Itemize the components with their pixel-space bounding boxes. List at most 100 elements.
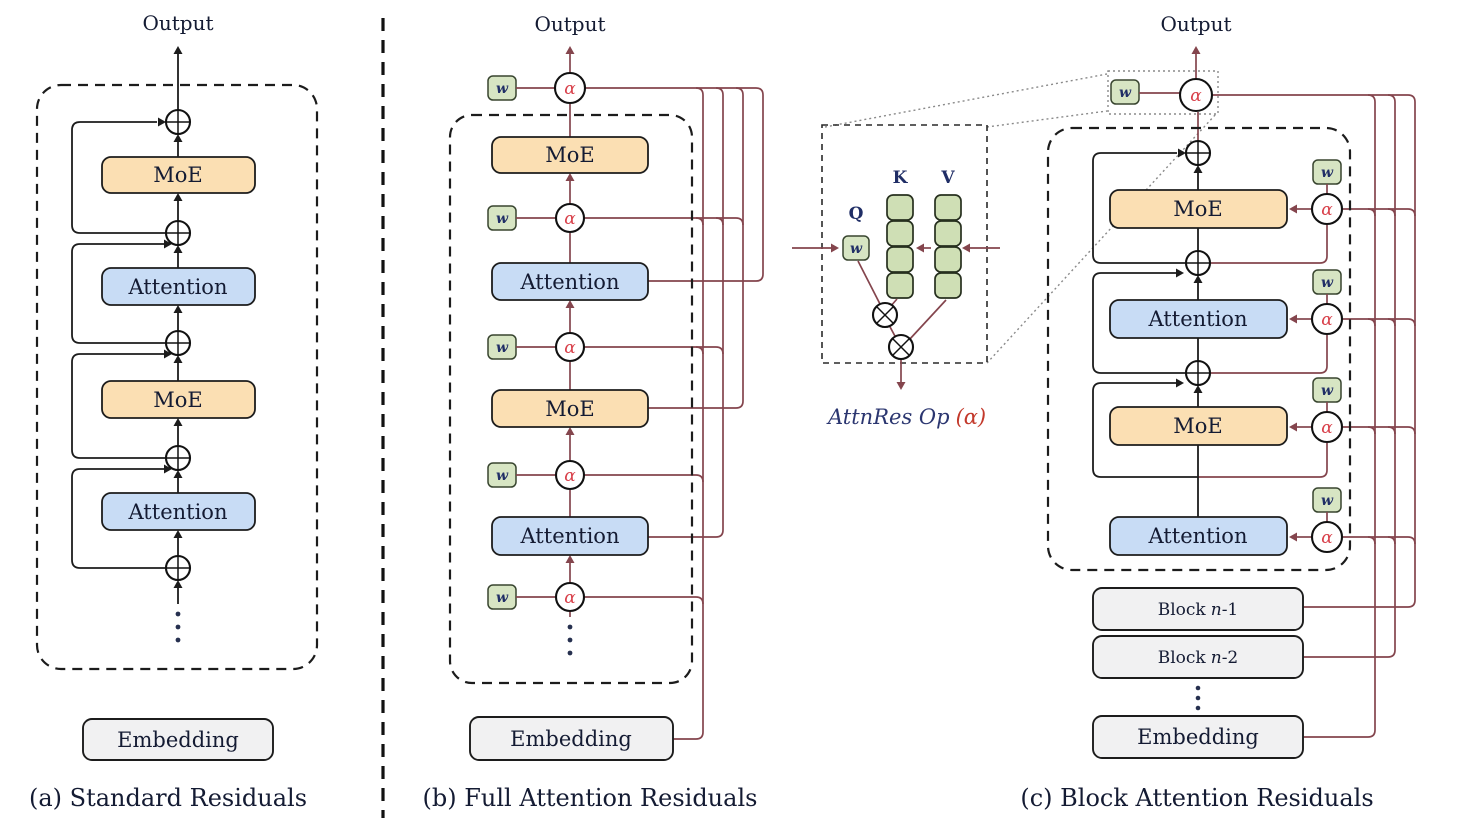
- moe-block: MoE: [101, 156, 256, 194]
- alpha-op-circle: [1178, 77, 1214, 113]
- multiply-node: [887, 333, 915, 361]
- moe-label: MoE: [1173, 197, 1222, 221]
- moe-block: MoE: [491, 389, 649, 428]
- w-label: w: [1321, 275, 1334, 291]
- alpha-op-circle: [1310, 520, 1344, 554]
- panel-full-attention-residuals: Output w: [423, 12, 764, 812]
- w-label: w: [496, 340, 509, 356]
- ellipsis-dots: [175, 611, 181, 643]
- panel-standard-residuals: Output: [29, 11, 319, 812]
- alpha-op-circle: [554, 459, 586, 491]
- alpha-op-circle: [554, 581, 586, 613]
- alpha-op-circle: [1310, 192, 1344, 226]
- transformer-stack-dashed-box: [35, 83, 319, 671]
- plus-node: [164, 554, 192, 582]
- attnres-op: w α: [487, 581, 586, 613]
- alpha-label: α: [564, 209, 576, 229]
- embedding-block: Embedding: [82, 718, 274, 761]
- attnres-op: w α: [1310, 377, 1344, 444]
- w-label: w: [1321, 493, 1334, 509]
- magnifier-dotted-lines: [824, 70, 1219, 364]
- caption-c: (c) Block Attention Residuals: [1020, 784, 1373, 812]
- attnres-op: w α: [487, 331, 586, 363]
- mainline-b: [565, 46, 575, 617]
- w-label: w: [1119, 85, 1132, 101]
- inset-arrows: [792, 243, 1000, 390]
- w-label: w: [496, 81, 509, 97]
- inset-dashed-box: [821, 124, 988, 364]
- moe-block: MoE: [101, 380, 256, 419]
- attnres-op-label: AttnRes Op(α): [826, 405, 986, 429]
- alpha-label: α: [564, 588, 576, 608]
- plus-node: [1184, 249, 1212, 277]
- query-weight: w: [842, 235, 870, 261]
- attention-label: Attention: [1148, 307, 1248, 331]
- multiply-node: [871, 301, 899, 329]
- embedding-label: Embedding: [1137, 725, 1259, 749]
- v-column: [934, 194, 962, 299]
- block-n-dashed-box: [1046, 126, 1352, 572]
- attention-label: Attention: [520, 270, 620, 294]
- moe-block: MoE: [1109, 406, 1288, 446]
- alpha-label: α: [564, 79, 576, 99]
- attention-label: Attention: [128, 500, 228, 524]
- alpha-label: α: [564, 466, 576, 486]
- attention-block: Attention: [101, 492, 256, 531]
- moe-label: MoE: [153, 388, 202, 412]
- moe-block: MoE: [491, 136, 649, 174]
- alpha-op-circle: [554, 331, 586, 363]
- caption-a: (a) Standard Residuals: [29, 784, 307, 812]
- caption-b: (b) Full Attention Residuals: [423, 784, 758, 812]
- attnres-op: w α: [1110, 77, 1214, 113]
- attnres-op-inset: K V Q w AttnRes Op(α): [792, 70, 1219, 429]
- attention-block: Attention: [491, 516, 649, 556]
- ellipsis-dots: [1195, 685, 1201, 711]
- panel-block-attention-residuals: Output: [1020, 12, 1416, 812]
- k-label: K: [893, 168, 909, 188]
- plus-node: [164, 329, 192, 357]
- v-label: V: [940, 168, 955, 188]
- alpha-label: α: [1321, 200, 1333, 220]
- mainline-c: [1191, 46, 1203, 517]
- attnres-op: w α: [1310, 269, 1344, 336]
- w-label: w: [1321, 165, 1334, 181]
- plus-node: [164, 219, 192, 247]
- mainline-a: [173, 46, 183, 604]
- attention-block: Attention: [491, 262, 649, 301]
- embedding-block: Embedding: [1092, 715, 1304, 759]
- transformer-stack-dashed-box: [448, 113, 694, 685]
- add-nodes-a: [164, 108, 192, 582]
- alpha-op-circle: [1310, 302, 1344, 336]
- add-nodes-c: [1184, 139, 1212, 387]
- residual-lines-b: [584, 87, 764, 740]
- k-column: [886, 194, 914, 299]
- moe-label: MoE: [545, 143, 594, 167]
- attnres-op: w α: [1310, 487, 1344, 554]
- output-label: Output: [142, 11, 213, 35]
- alpha-label: α: [564, 338, 576, 358]
- magnifier-target-rect: [1107, 70, 1219, 115]
- w-weight-box: [1110, 79, 1140, 105]
- alpha-label: α: [1321, 418, 1333, 438]
- residual-lines-c: [1212, 94, 1416, 738]
- attention-label: Attention: [520, 524, 620, 548]
- embedding-label: Embedding: [117, 728, 239, 752]
- embedding-block: Embedding: [469, 716, 674, 761]
- moe-label: MoE: [545, 397, 594, 421]
- attnres-op: w α: [487, 71, 587, 105]
- w-label: w: [496, 590, 509, 606]
- plus-node: [1184, 139, 1212, 167]
- attnres-op: w α: [487, 459, 586, 491]
- output-label: Output: [534, 12, 605, 36]
- plus-node: [164, 444, 192, 472]
- skip-connections-a: [71, 117, 172, 569]
- query-lines-c: [1198, 225, 1328, 478]
- alpha-to-block-arrows: [1289, 204, 1312, 542]
- w-label: w: [1321, 383, 1334, 399]
- attention-block: Attention: [1109, 516, 1288, 556]
- alpha-label: α: [1190, 86, 1202, 106]
